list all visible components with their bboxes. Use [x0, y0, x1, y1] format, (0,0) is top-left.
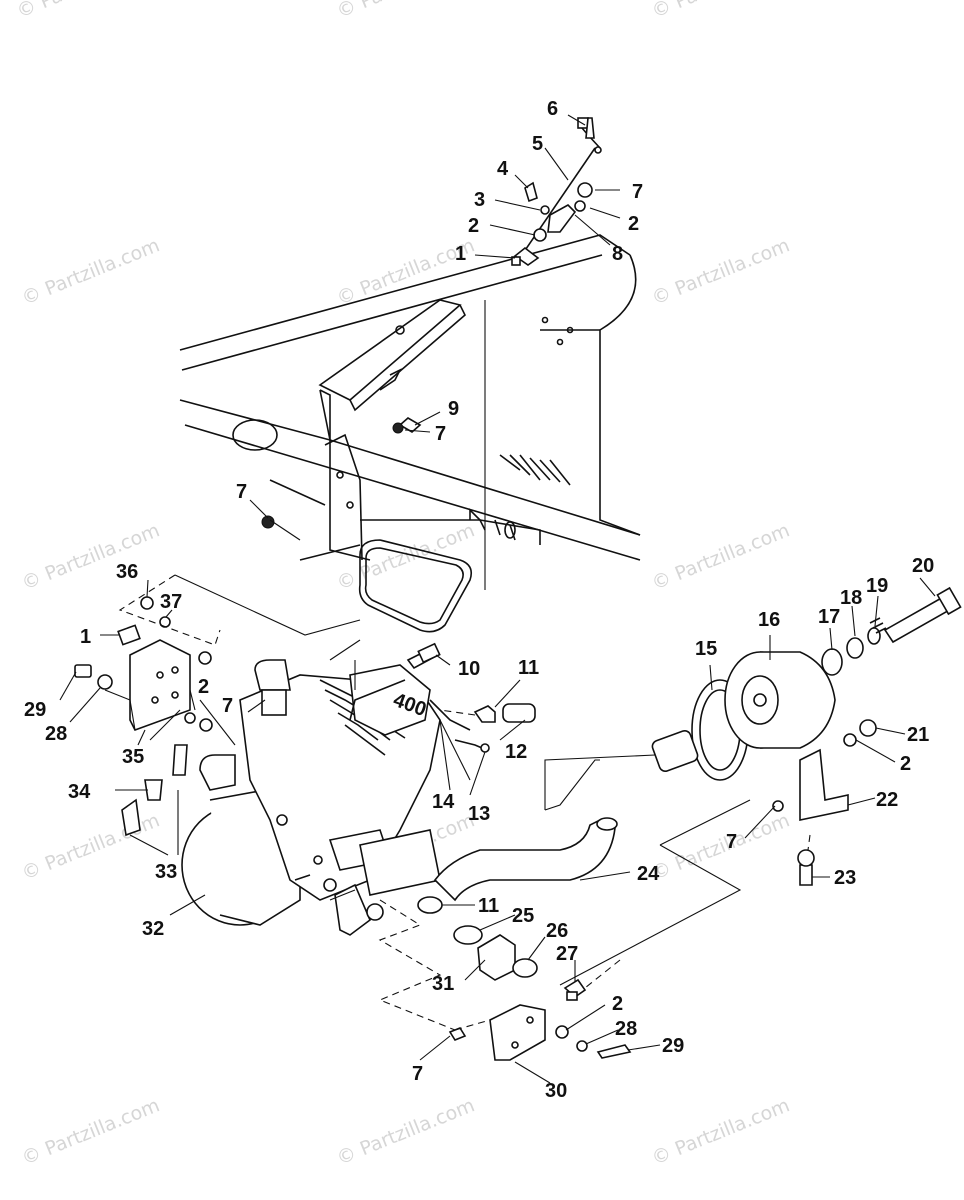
callout-14: 14	[432, 791, 455, 813]
callout-13: 13	[468, 803, 490, 825]
callout-1: 1	[455, 243, 466, 265]
watermark: © Partzilla.com	[19, 809, 163, 884]
callout-37: 37	[160, 591, 182, 613]
callout-2: 2	[900, 753, 911, 775]
callout-2: 2	[198, 676, 209, 698]
callout-25: 25	[512, 905, 534, 927]
bottom-mount-bracket	[448, 1004, 632, 1061]
callout-17: 17	[818, 606, 840, 628]
callout-7: 7	[236, 481, 247, 503]
callout-4: 4	[497, 158, 509, 180]
callout-18: 18	[840, 587, 862, 609]
callout-7: 7	[632, 181, 643, 203]
watermark: © Partzilla.com	[19, 519, 163, 594]
callout-11: 11	[478, 895, 499, 917]
engine-mount-bracket-left	[74, 596, 213, 837]
callout-pointers	[59, 114, 936, 1084]
callout-26: 26	[546, 920, 568, 942]
callout-23: 23	[834, 867, 856, 889]
frame	[179, 234, 641, 633]
ignition-parts	[349, 642, 536, 781]
callout-8: 8	[612, 243, 623, 265]
watermark: © Partzilla.com	[334, 1094, 478, 1169]
callout-30: 30	[545, 1080, 567, 1102]
throttle-cable-assembly	[261, 117, 602, 529]
callout-7: 7	[412, 1063, 423, 1085]
watermark: © Partzilla.com	[649, 234, 793, 309]
callout-11: 11	[518, 657, 539, 679]
callout-19: 19	[866, 575, 888, 597]
watermark: © Partzilla.com	[19, 234, 163, 309]
callout-28: 28	[615, 1018, 637, 1040]
watermark: © Partzilla.com	[649, 519, 793, 594]
exhaust-clamps	[417, 896, 587, 1001]
callout-21: 21	[907, 724, 929, 746]
exhaust-pipe	[433, 817, 618, 902]
callout-6: 6	[547, 98, 558, 120]
callout-2: 2	[612, 993, 623, 1015]
callout-7: 7	[726, 831, 737, 853]
callout-31: 31	[432, 973, 454, 995]
callout-2: 2	[468, 215, 479, 237]
callout-2: 2	[628, 213, 639, 235]
callout-12: 12	[505, 741, 527, 763]
callout-3: 3	[474, 189, 485, 211]
callout-10: 10	[458, 658, 480, 680]
callout-32: 32	[142, 918, 164, 940]
callout-35: 35	[122, 746, 144, 768]
callout-33: 33	[155, 861, 177, 883]
watermark: © Partzilla.com	[649, 809, 793, 884]
callout-labels: 6 5 4 7 3 2 2 8 1 9 7 7 20 36 18 19 37 1…	[24, 98, 934, 1102]
callout-29: 29	[24, 699, 46, 721]
callout-15: 15	[695, 638, 717, 660]
leader-lines	[104, 519, 811, 1031]
watermark: © Partzilla.com	[14, 0, 158, 23]
callout-7: 7	[222, 695, 233, 717]
watermark: © Partzilla.com	[649, 1094, 793, 1169]
drive-clutch	[651, 586, 962, 781]
callout-34: 34	[68, 781, 91, 803]
callout-5: 5	[532, 133, 543, 155]
callout-22: 22	[876, 789, 898, 811]
engine: 400	[181, 659, 441, 936]
callout-27: 27	[556, 943, 578, 965]
watermark: © Partzilla.com	[19, 1094, 163, 1169]
watermark: © Partzilla.com	[334, 0, 478, 23]
callout-24: 24	[637, 863, 660, 885]
callout-29: 29	[662, 1035, 684, 1057]
callout-16: 16	[758, 609, 780, 631]
callout-9: 9	[448, 398, 459, 420]
watermark: © Partzilla.com	[649, 0, 793, 23]
engine-mount-bracket-right	[772, 719, 877, 886]
callout-1: 1	[80, 626, 91, 648]
watermark-layer: © Partzilla.com © Partzilla.com © Partzi…	[14, 0, 793, 1170]
callout-28: 28	[45, 723, 67, 745]
callout-20: 20	[912, 555, 934, 577]
callout-7: 7	[435, 423, 446, 445]
callout-36: 36	[116, 561, 138, 583]
